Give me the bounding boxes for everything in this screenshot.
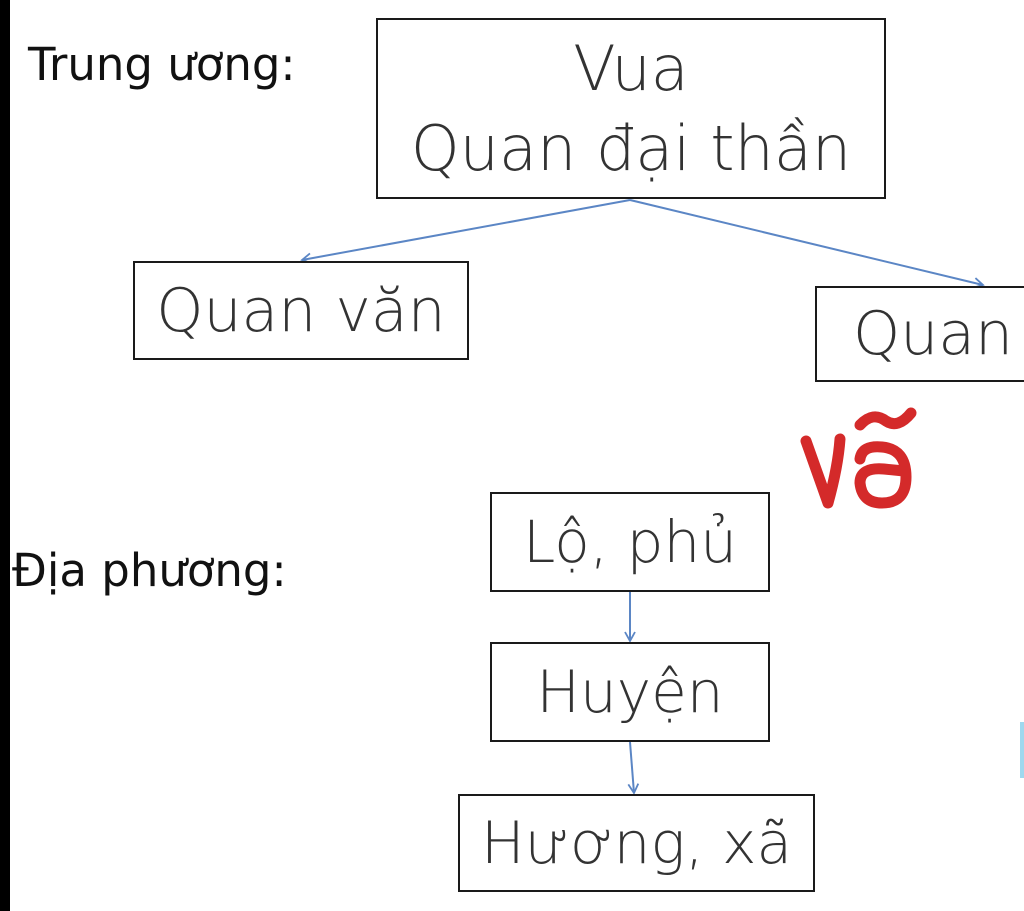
ministers-label: Quan đại thần <box>410 111 852 185</box>
left-edge-bar <box>0 0 10 911</box>
king-label: Vua <box>573 31 689 105</box>
king-and-ministers-box: Vua Quan đại thần <box>376 18 886 199</box>
civil-officials-label: Quan văn <box>156 275 446 346</box>
arrow-to-quan-vo <box>629 199 985 289</box>
district-label: Huyện <box>536 658 724 726</box>
military-officials-label: Quan <box>853 299 1014 369</box>
military-officials-box: Quan <box>815 286 1024 382</box>
commune-label: Hương, xã <box>481 809 792 877</box>
route-prefecture-box: Lộ, phủ <box>490 492 770 592</box>
route-prefecture-label: Lộ, phủ <box>523 508 737 576</box>
handwritten-annotation <box>798 405 923 520</box>
civil-officials-box: Quan văn <box>133 261 469 360</box>
handwritten-vo-drawing <box>800 407 917 509</box>
commune-box: Hương, xã <box>458 794 815 892</box>
central-level-label: Trung ương: <box>28 38 296 91</box>
local-level-label: Địa phương: <box>12 544 287 597</box>
arrow-to-huong-xa <box>627 741 640 795</box>
edge-fragment <box>1020 722 1024 778</box>
district-box: Huyện <box>490 642 770 742</box>
arrow-to-quan-van <box>300 199 631 265</box>
